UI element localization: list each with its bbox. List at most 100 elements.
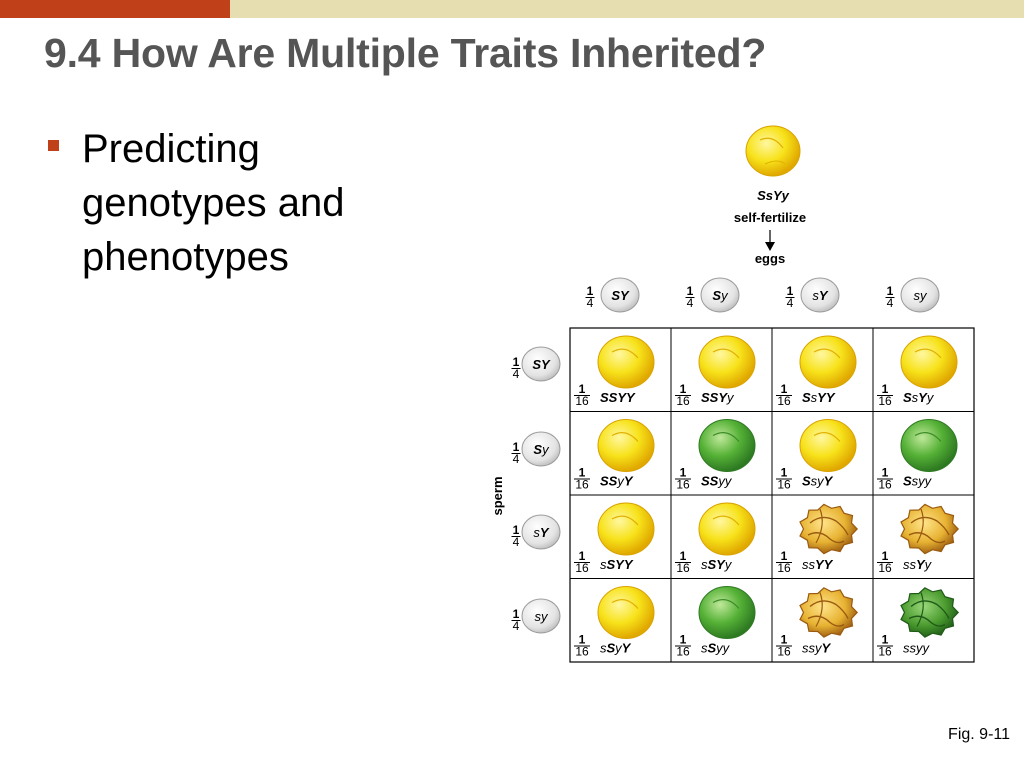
egg-fraction-denominator: 4 — [887, 296, 894, 310]
punnett-cell: 116 SsyY — [776, 419, 857, 492]
cell-genotype: SsYY — [802, 390, 836, 405]
sperm-gamete-SY: SY — [521, 346, 561, 382]
cell-fraction-denominator: 16 — [777, 645, 791, 659]
eggs-label: eggs — [755, 251, 785, 266]
cell-fraction-numerator: 1 — [680, 549, 687, 563]
sperm-fraction: 14 — [511, 523, 521, 549]
cell-fraction-denominator: 16 — [878, 394, 892, 408]
sperm-gamete-sy: sy — [521, 598, 561, 634]
gamete-ellipse — [600, 277, 640, 313]
cell-fraction-numerator: 1 — [781, 633, 788, 647]
egg-gamete-SY: SY — [600, 277, 640, 313]
pea-yellow-smooth — [597, 586, 655, 639]
gamete-genotype: sY — [533, 525, 550, 540]
gamete-genotype: Sy — [712, 288, 729, 303]
cell-fraction: 116 — [877, 633, 893, 659]
cell-fraction-denominator: 16 — [676, 561, 690, 575]
slide-title: 9.4 How Are Multiple Traits Inherited? — [44, 30, 767, 76]
cell-fraction-numerator: 1 — [882, 549, 889, 563]
pea-yellow-smooth — [698, 335, 756, 389]
cell-fraction-denominator: 16 — [676, 394, 690, 408]
sperm-fraction: 14 — [511, 355, 521, 381]
cell-fraction-numerator: 1 — [781, 382, 788, 396]
cell-genotype: SSYy — [701, 390, 735, 405]
cell-genotype: ssyY — [802, 641, 832, 656]
cell-genotype: sSyY — [600, 641, 632, 656]
cell-fraction-numerator: 1 — [579, 466, 586, 480]
cell-fraction: 116 — [675, 382, 691, 408]
cell-fraction: 116 — [574, 633, 590, 659]
sperm-fraction-numerator: 1 — [513, 440, 520, 454]
cell-fraction: 116 — [574, 549, 590, 575]
cell-fraction: 116 — [877, 466, 893, 492]
down-arrow-icon — [765, 230, 775, 251]
pea-yellow-wrinkled — [900, 503, 960, 555]
cell-fraction: 116 — [877, 549, 893, 575]
self-fertilize-label: self-fertilize — [734, 210, 806, 225]
cell-genotype: SSyY — [600, 474, 634, 489]
cell-fraction-numerator: 1 — [579, 549, 586, 563]
gamete-ellipse — [800, 277, 840, 313]
cell-genotype: ssyy — [903, 641, 931, 656]
cell-fraction: 116 — [776, 466, 792, 492]
sperm-fraction-denominator: 4 — [513, 619, 520, 633]
egg-fraction-denominator: 4 — [587, 296, 594, 310]
punnett-cell: 116 SSyy — [675, 419, 756, 492]
pea-green-smooth — [698, 586, 756, 639]
cell-fraction-denominator: 16 — [878, 645, 892, 659]
punnett-cell: 116 SSyY — [574, 419, 655, 492]
pea-yellow-smooth — [698, 502, 756, 556]
cell-fraction-denominator: 16 — [575, 394, 589, 408]
cell-fraction-numerator: 1 — [680, 633, 687, 647]
cell-genotype: SsYy — [903, 390, 935, 405]
cell-fraction: 116 — [877, 382, 893, 408]
gamete-genotype: Sy — [533, 442, 550, 457]
sperm-fraction-denominator: 4 — [513, 535, 520, 549]
gamete-ellipse — [900, 277, 940, 313]
gamete-ellipse — [521, 346, 561, 382]
cell-fraction: 116 — [574, 466, 590, 492]
pea-green-smooth — [900, 419, 958, 472]
parent-genotype: SsYy — [757, 188, 790, 203]
gamete-ellipse — [521, 514, 561, 550]
pea-yellow-smooth — [597, 419, 655, 472]
egg-fraction-denominator: 4 — [687, 296, 694, 310]
egg-fraction-numerator: 1 — [687, 284, 694, 298]
egg-fraction-denominator: 4 — [787, 296, 794, 310]
gamete-genotype: sy — [535, 609, 550, 624]
cell-fraction-numerator: 1 — [882, 466, 889, 480]
cell-fraction: 116 — [776, 549, 792, 575]
punnett-cell: 116 ssyy — [877, 587, 960, 659]
sperm-gamete-Sy: Sy — [521, 431, 561, 467]
pea-yellow-smooth — [799, 335, 857, 389]
egg-fraction: 14 — [785, 284, 795, 310]
cell-genotype: SsyY — [802, 474, 834, 489]
cell-genotype: SSYY — [600, 390, 636, 405]
egg-fraction: 14 — [885, 284, 895, 310]
cell-fraction-numerator: 1 — [781, 466, 788, 480]
cell-fraction: 116 — [776, 382, 792, 408]
egg-gamete-sy: sy — [900, 277, 940, 313]
pea-green-wrinkled — [900, 587, 960, 638]
cell-fraction: 116 — [675, 633, 691, 659]
bullet-square-icon — [48, 140, 59, 151]
cell-fraction-denominator: 16 — [676, 478, 690, 492]
egg-fraction-numerator: 1 — [887, 284, 894, 298]
gamete-genotype: SY — [532, 357, 551, 372]
cell-fraction-numerator: 1 — [680, 382, 687, 396]
pea-yellow-smooth — [597, 335, 655, 389]
egg-fraction: 14 — [685, 284, 695, 310]
cell-genotype: SSyy — [701, 474, 733, 489]
punnett-cell: 116 SSYy — [675, 335, 756, 408]
parent-pea — [745, 125, 801, 177]
punnett-cell: 116 SsYY — [776, 335, 857, 408]
cell-fraction: 116 — [675, 466, 691, 492]
cell-fraction-numerator: 1 — [781, 549, 788, 563]
punnett-cell: 116 ssyY — [776, 587, 859, 659]
cell-fraction: 116 — [574, 382, 590, 408]
